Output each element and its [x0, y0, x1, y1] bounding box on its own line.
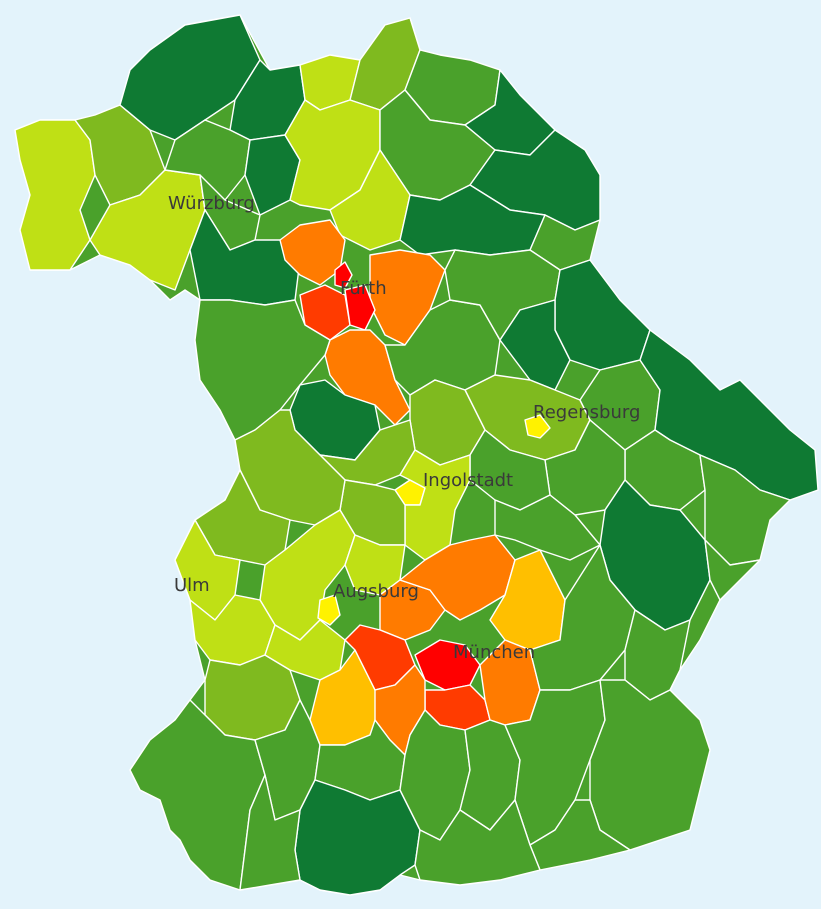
district-traunstein	[589, 679, 711, 851]
district-tolz-south	[414, 799, 541, 886]
district-west-edge	[14, 119, 96, 271]
district-passau	[699, 454, 791, 566]
district-oberallgau	[239, 774, 301, 891]
district-kitzingen	[89, 169, 206, 291]
district-forchheim	[329, 149, 411, 251]
district-passau-south	[704, 539, 761, 601]
city-label-ulm: Ulm	[174, 575, 210, 596]
district-cham	[554, 259, 651, 371]
district-munchen	[414, 639, 481, 691]
district-furth	[334, 261, 353, 289]
district-berchtesgaden	[529, 799, 631, 871]
city-label-ingolstadt: Ingolstadt	[423, 470, 513, 491]
district-roth	[324, 329, 411, 426]
city-label-augsburg: Augsburg	[333, 581, 419, 602]
city-label-regensburg: Regensburg	[533, 402, 640, 423]
district-regensburg	[524, 414, 551, 439]
district-garmisch	[294, 779, 421, 896]
city-label-wurzburg: Würzburg	[168, 193, 255, 214]
district-aichach	[344, 534, 406, 596]
district-landshut-south	[494, 494, 601, 561]
district-schweinfurt	[164, 119, 251, 211]
city-label-munchen: München	[453, 642, 535, 663]
district-regen	[499, 299, 571, 391]
district-nurnberg	[344, 284, 376, 331]
district-augsburg	[317, 594, 341, 626]
district-freising	[399, 534, 516, 621]
city-label-furth: Fürth	[340, 278, 387, 299]
